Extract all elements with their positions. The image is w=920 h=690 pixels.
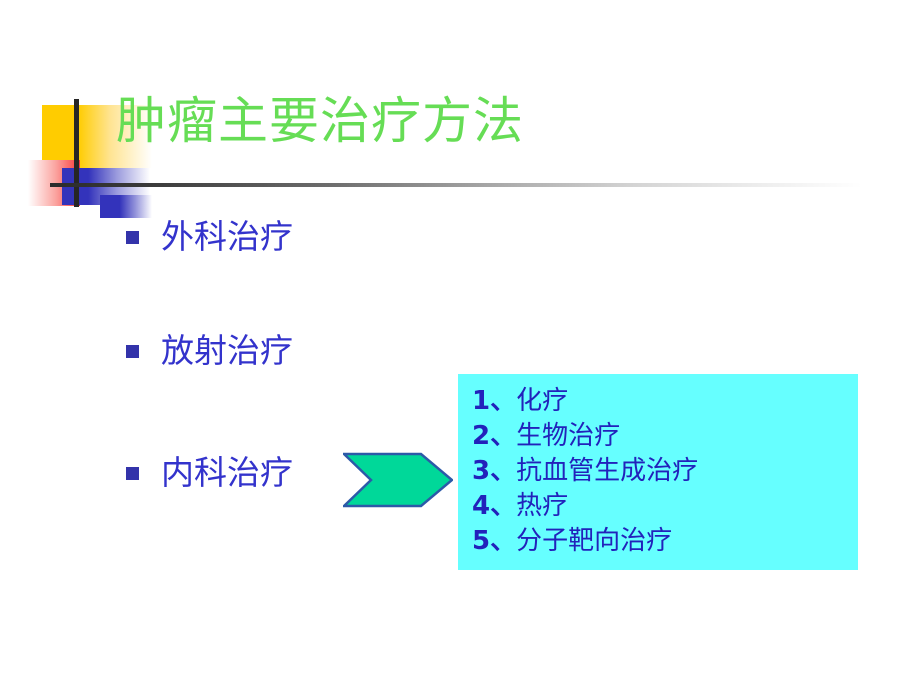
callout-item-number: 5、 [472, 526, 517, 556]
decoration-vertical-bar [74, 99, 79, 207]
square-bullet-icon [126, 344, 139, 358]
decoration-yellow-block [42, 105, 152, 168]
square-bullet-icon [126, 466, 139, 480]
callout-list-item: 3、抗血管生成治疗 [472, 454, 858, 489]
callout-list-item: 1、化疗 [472, 384, 858, 419]
decoration-blue-block-lower [100, 195, 152, 218]
callout-item-label: 化疗 [516, 386, 569, 416]
square-bullet-icon [126, 230, 139, 244]
right-arrow-icon [343, 452, 453, 508]
bullet-item-label: 外科治疗 [161, 217, 293, 256]
page-title: 肿瘤主要治疗方法 [116, 92, 524, 150]
callout-item-label: 热疗 [516, 491, 569, 521]
callout-item-label: 抗血管生成治疗 [516, 456, 699, 486]
callout-item-number: 1、 [472, 386, 517, 416]
callout-item-number: 3、 [472, 456, 517, 486]
bullet-item-surgical: 外科治疗 [126, 216, 293, 258]
bullet-item-label: 放射治疗 [161, 331, 293, 370]
bullet-item-label: 内科治疗 [161, 453, 293, 492]
callout-item-label: 生物治疗 [516, 421, 621, 451]
callout-list-item: 4、热疗 [472, 489, 858, 524]
callout-list-item: 2、生物治疗 [472, 419, 858, 454]
callout-item-label: 分子靶向治疗 [516, 526, 673, 556]
callout-item-number: 4、 [472, 491, 517, 521]
title-underline-rule [50, 183, 862, 187]
callout-box: 1、化疗 2、生物治疗 3、抗血管生成治疗 4、热疗 5、分子靶向治疗 [458, 374, 858, 570]
bullet-item-internal-medicine: 内科治疗 [126, 452, 293, 494]
bullet-item-radiation: 放射治疗 [126, 330, 293, 372]
callout-item-number: 2、 [472, 421, 517, 451]
callout-list-item: 5、分子靶向治疗 [472, 524, 858, 559]
